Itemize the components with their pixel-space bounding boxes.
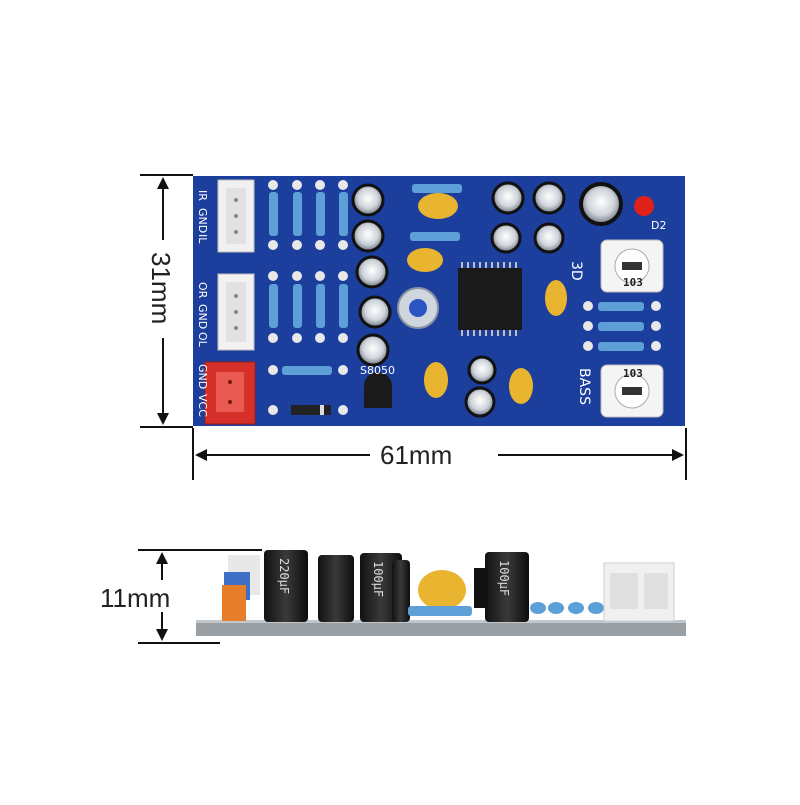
top-view: IR GND IL OR GND OL GND VCC xyxy=(193,176,685,426)
ceramic-caps xyxy=(407,193,567,404)
side-ceramic-cap xyxy=(418,570,466,610)
silk-gnd-2: GND xyxy=(196,304,209,329)
dimension-height-side xyxy=(138,549,262,644)
silk-ir: IR xyxy=(196,190,209,201)
electrolytic-caps-column xyxy=(351,183,392,367)
pot-3d: 103 xyxy=(600,239,664,293)
side-cap-100uf-b-label: 100µF xyxy=(497,560,511,596)
transistor xyxy=(364,372,392,408)
resistor-array-upper xyxy=(268,180,348,250)
dimension-height-top xyxy=(140,174,193,428)
connector-power: GND VCC xyxy=(196,361,256,425)
silk-or: OR xyxy=(196,282,209,299)
dimension-label-61mm: 61mm xyxy=(380,440,452,470)
pot-3d-marking: 103 xyxy=(623,276,643,289)
pot-bass: 103 xyxy=(600,364,664,418)
connector-input: IR GND IL xyxy=(196,179,255,253)
side-cap-small xyxy=(318,555,354,622)
resistor-array-right xyxy=(583,301,661,351)
pcb-side xyxy=(196,622,686,636)
silk-il: IL xyxy=(196,234,209,244)
side-cap-220uf: 220µF xyxy=(264,550,308,622)
silk-gnd-3: GND xyxy=(196,364,209,389)
pot-bass-marking: 103 xyxy=(623,367,643,380)
silk-transistor: S8050 xyxy=(360,364,395,377)
side-cap-220uf-label: 220µF xyxy=(277,558,291,594)
silk-vcc: VCC xyxy=(196,394,209,417)
dimension-label-11mm: 11mm xyxy=(100,583,170,613)
connector-output: OR GND OL xyxy=(196,273,255,351)
ic-chip xyxy=(458,262,522,336)
dimension-label-31mm: 31mm xyxy=(146,252,176,324)
side-view: 220µF 100µF 100µF xyxy=(196,550,686,636)
silk-ol: OL xyxy=(196,332,209,348)
electrolytic-caps-center xyxy=(464,181,623,418)
side-connector-red xyxy=(222,585,246,621)
side-cap-100uf-b: 100µF xyxy=(485,552,529,622)
dimension-width-top xyxy=(192,428,687,480)
diode xyxy=(291,405,331,415)
silk-led: D2 xyxy=(651,219,666,232)
silk-gnd-1: GND xyxy=(196,208,209,233)
silk-3d: 3D xyxy=(568,261,584,281)
resistor xyxy=(282,366,332,375)
silk-bass: BASS xyxy=(576,368,592,405)
resistor-array-lower xyxy=(268,271,348,343)
led xyxy=(634,196,654,216)
side-cap-100uf-a: 100µF xyxy=(360,553,402,622)
side-cap-100uf-a-label: 100µF xyxy=(371,561,385,597)
